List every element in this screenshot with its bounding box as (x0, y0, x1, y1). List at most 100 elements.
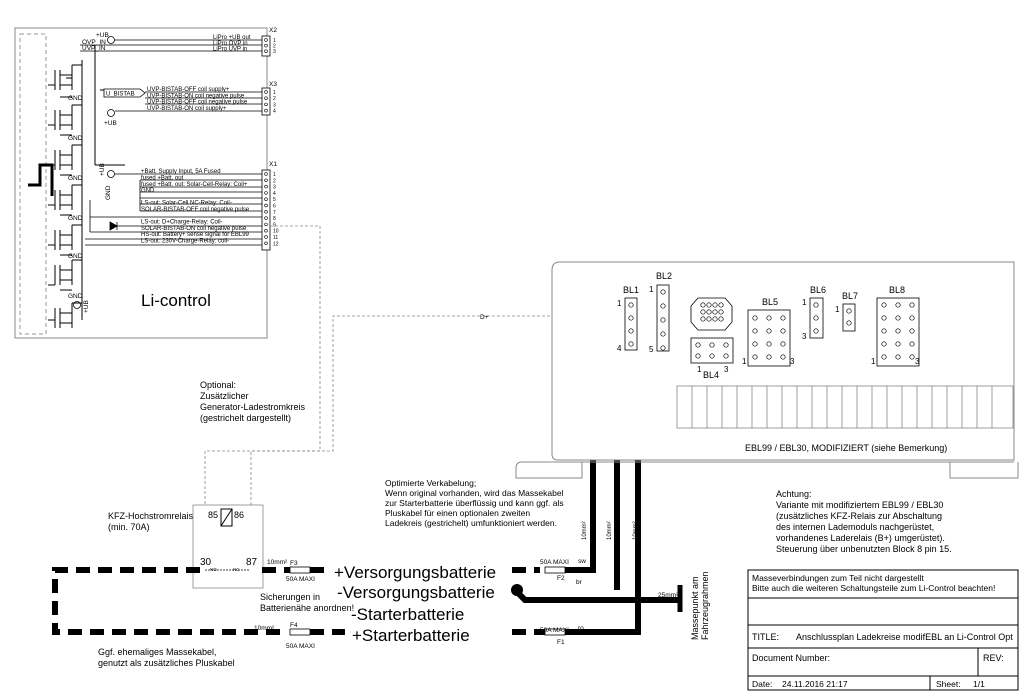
ubistab-tag (103, 88, 146, 98)
x2-pins-pin-number: 1 (273, 38, 276, 44)
wire-w2-label: 10mm² (607, 521, 613, 540)
ebl-pin (895, 354, 901, 360)
optional-note: Optional: Zusätzlicher Generator-Ladestr… (200, 380, 306, 423)
x3-label: X3 (269, 81, 277, 88)
wire-br-label: br (576, 579, 583, 586)
ebl-pin (881, 341, 887, 347)
uvp-in-label: UVP_IN (82, 45, 106, 52)
fuse-f4-rating: 50A MAXI (286, 643, 315, 650)
bl8-pin3: 3 (915, 357, 920, 366)
optional-note-line-4: (gestrichelt dargestellt) (200, 413, 291, 423)
note-sicherungen-1: Sicherungen in (260, 592, 320, 602)
bl1-connector (624, 297, 638, 351)
ebl-pin (695, 353, 701, 359)
x2-pins-pin-contact (264, 43, 268, 48)
d-plus-label: D+ (480, 314, 489, 321)
ebl-title: EBL99 / EBL30, MODIFIZIERT (siehe Bemerk… (745, 443, 947, 453)
ub-source-icon (107, 36, 115, 44)
ebl-pin (780, 315, 786, 321)
x2-pins-pin-number: 3 (273, 49, 276, 55)
ebl-pin (752, 328, 758, 334)
transistor-array (48, 45, 125, 328)
ebl-pin (628, 328, 634, 334)
x1-pins-pin-contact (264, 216, 268, 220)
bl6-pin1: 1 (802, 298, 807, 307)
ebl-pin (660, 345, 666, 351)
bl4-label: BL4 (703, 370, 719, 380)
masse-label-2: Fahrzeugrahmen (700, 571, 710, 640)
fuse-f1-rating: 50A MAXI (540, 627, 569, 634)
ub-label-x1: +UB (99, 163, 106, 176)
pulse-symbol (28, 163, 54, 196)
ebl-pin (706, 316, 712, 322)
titleblock-rev-label: REV: (983, 653, 1004, 663)
note-optimiert-2: Wenn original vorhanden, wird das Massek… (385, 488, 564, 498)
licontrol-title: Li-control (141, 291, 211, 310)
titleblock-date-value: 24.11.2016 21:17 (782, 679, 848, 689)
ebl-pin (628, 315, 634, 321)
masse-label-1: Massepunkt am (690, 576, 700, 640)
x1-pins-pin-contact (264, 178, 268, 183)
x1-pins-pin-label: fused +Batt. out (141, 176, 184, 182)
x3-pins-pin-number: 2 (273, 96, 276, 102)
ebl-pin (706, 309, 712, 315)
x3-pins-pin-contact (264, 90, 268, 94)
fuses: F3 50A MAXI 10mm² F4 50A MAXI 10mm² 50A … (254, 558, 586, 650)
versorgung-minus-label: -Versorgungsbatterie (337, 583, 495, 602)
note-optimiert-4: Pluskabel für einen optionalen zweiten (385, 508, 530, 518)
gnd-label-4: GND (68, 215, 83, 222)
ebl-pin (813, 315, 819, 321)
note-achtung-2: Variante mit modifiziertem EBL99 / EBL30 (776, 500, 943, 510)
licontrol-frame (14, 27, 268, 339)
bl7-pin1: 1 (835, 305, 840, 314)
titleblock-frame (747, 569, 1019, 691)
ebl-pin (660, 289, 666, 295)
x3-connector (261, 87, 271, 116)
bl4-pin3: 3 (724, 365, 729, 374)
ebl-pin (780, 341, 786, 347)
ebl-pin (909, 354, 915, 360)
ebl-pin (909, 302, 915, 308)
x2-pins-pin-label: LiPro +UB out (213, 35, 251, 41)
x1-pins-pin-contact (264, 210, 268, 214)
wire-mass-label: 25mm² (658, 592, 679, 599)
fuse-f4-wire: 10mm² (254, 625, 275, 632)
ebl-pin (628, 341, 634, 347)
ebl-pin (766, 341, 772, 347)
ebl-pin (780, 354, 786, 360)
ebl-pin (881, 315, 887, 321)
relay-pin-86: 86 (234, 510, 244, 520)
bl5-pin3: 3 (790, 357, 795, 366)
bl6-pin3: 3 (802, 332, 807, 341)
ebl-pin (909, 328, 915, 334)
note-optimiert: Optimierte Verkabelung; Wenn original vo… (385, 478, 564, 528)
x3-pins-pin-number: 1 (273, 90, 276, 96)
x1-pins-pin-contact (264, 222, 268, 227)
x1-pins-pin-label: fused +Batt. out: Solar-Cell-Relay: Coil… (141, 182, 248, 188)
note-optimiert-1: Optimierte Verkabelung; (385, 478, 476, 488)
titleblock-title-label: TITLE: (752, 632, 779, 642)
x1-connector (261, 169, 271, 251)
note-massekabel-2: genutzt als zusätzliches Pluskabel (98, 658, 235, 668)
x3-pins-pin-label: UVP-BISTAB-OFF coil supply+ (147, 87, 230, 93)
diode-symbol (109, 221, 118, 231)
x1-pins-pin-label: LS-out: D+Charge-Relay: Coil- (141, 220, 223, 226)
ebl-pin (706, 302, 712, 308)
fuse-f2-name: F2 (557, 575, 565, 582)
x1-pins-pin-number: 6 (273, 204, 276, 210)
x1-pins-pin-contact (264, 241, 268, 246)
fuse-f2-rating: 50A MAXI (540, 559, 569, 566)
ebl-pin (909, 315, 915, 321)
titleblock-note-2: Bitte auch die weiteren Schaltungsteile … (752, 583, 995, 593)
note-achtung-3: (zusätzliches KFZ-Relais zur Abschaltung (776, 511, 942, 521)
optional-note-line-2: Zusätzlicher (200, 391, 249, 401)
ebl-pin (909, 341, 915, 347)
wire-w1-label: 10mm² (582, 521, 588, 540)
note-sicherungen: Sicherungen in Batterienähe anordnen! (260, 592, 354, 613)
ebl-feet (515, 461, 1019, 479)
ebl-pin (660, 317, 666, 323)
x3-pins-pin-contact (264, 102, 268, 107)
note-optimiert-3: zur Starterbatterie überflüssig und kann… (385, 498, 564, 508)
ebl-pin (895, 302, 901, 308)
